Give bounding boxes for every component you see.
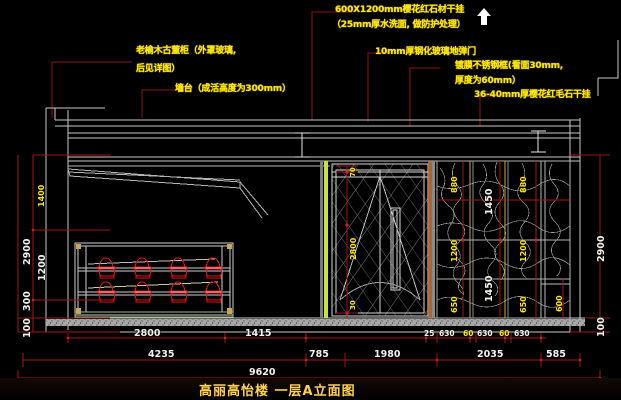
title-band [0, 378, 621, 400]
